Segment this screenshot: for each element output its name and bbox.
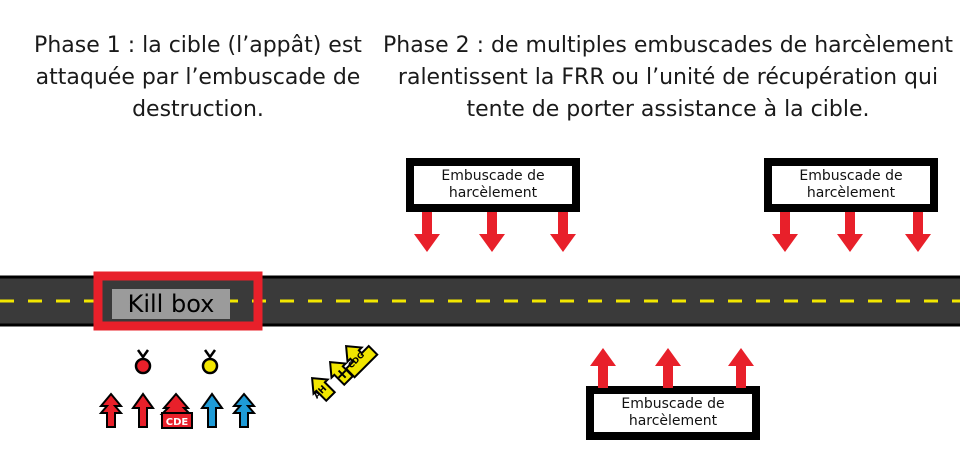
- phase-2-caption: Phase 2 : de multiples embuscades de har…: [382, 33, 954, 122]
- phase-1-caption: Phase 1 : la cible (l’appât) est attaqué…: [34, 33, 362, 122]
- down-arrows-ambush-1: [414, 212, 576, 252]
- red-unit-double-arrow-1: [98, 392, 124, 428]
- yellow-medal-icon: [201, 349, 219, 375]
- ambush-label-1: Embuscade de harcèlement: [418, 168, 568, 202]
- red-unit-arrow-2: [131, 392, 155, 428]
- yellow-unit-ah: [310, 376, 337, 403]
- yellow-unit-cdg: [344, 344, 379, 379]
- ambush-label-3: Embuscade de harcèlement: [598, 396, 748, 430]
- ambush-label-2: Embuscade de harcèlement: [776, 168, 926, 202]
- yellow-unit-plus: [328, 360, 355, 387]
- kill-box-label: Kill box: [112, 289, 230, 319]
- blue-unit-arrow-1: [200, 392, 224, 428]
- kill-box-frame: [93, 271, 263, 331]
- cde-tag: CDE: [166, 417, 189, 428]
- blue-unit-double-arrow-2: [231, 392, 257, 428]
- red-cde-unit-marker: [159, 392, 193, 429]
- red-medal-icon: [134, 349, 152, 375]
- down-arrows-ambush-2: [772, 212, 931, 252]
- up-arrows-ambush-3: [590, 348, 754, 388]
